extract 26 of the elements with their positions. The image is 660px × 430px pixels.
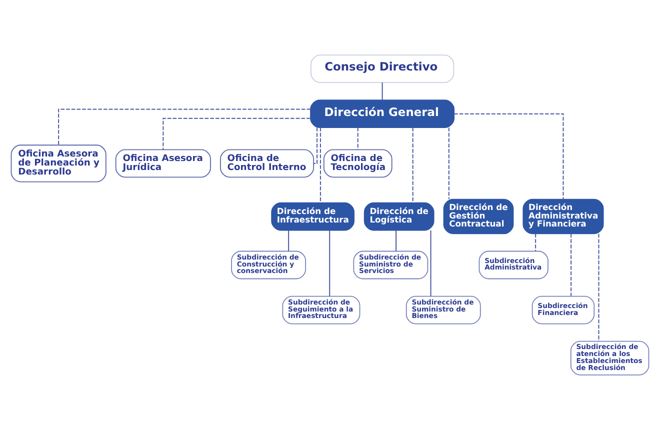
connector <box>320 127 321 204</box>
node-box: Oficina de Control Interno <box>220 149 314 178</box>
connector <box>570 233 572 297</box>
connector <box>598 233 600 342</box>
node-box: Consejo Directivo <box>310 54 454 83</box>
connector <box>396 230 397 252</box>
node-box: Dirección General <box>310 100 455 128</box>
connector <box>382 82 383 100</box>
connector <box>430 230 432 297</box>
node-box: Oficina Asesora Jurídica <box>115 149 211 178</box>
connector <box>313 127 318 164</box>
node-box: Dirección de Logística <box>364 202 434 231</box>
node-box: Dirección Administrativa y Financiera <box>522 198 604 234</box>
connector <box>412 127 414 204</box>
connector <box>448 127 450 200</box>
connector <box>357 127 358 150</box>
node-box: Dirección de Infraestructura <box>271 202 354 231</box>
connector <box>454 113 564 200</box>
node-box: Oficina de Tecnología <box>323 149 392 178</box>
connector <box>162 118 311 150</box>
connector <box>535 233 536 252</box>
connector <box>58 108 311 146</box>
node-box: Dirección de Gestión Contractual <box>443 198 514 234</box>
connector <box>329 230 330 297</box>
connector <box>288 230 290 252</box>
node-box: Oficina Asesora de Planeación y Desarrollo <box>10 144 106 182</box>
